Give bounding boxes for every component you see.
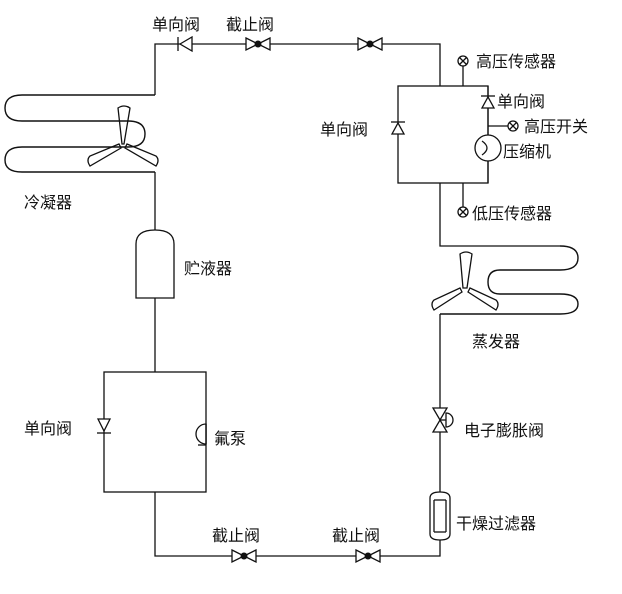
pipe-compressor-evaporator	[439, 183, 560, 247]
stop-valve-top-label: 截止阀	[226, 15, 274, 34]
pipe-top	[154, 43, 441, 95]
condenser-coil	[4, 94, 155, 173]
low-pressure-sensor-icon	[457, 183, 469, 218]
check-valve-pump-label: 单向阀	[24, 419, 72, 438]
check-valve-compressor-right-icon	[480, 95, 496, 109]
check-valve-top-icon	[177, 35, 193, 53]
evaporator-label: 蒸发器	[472, 332, 520, 351]
high-pressure-switch-icon	[488, 120, 519, 132]
stop-valve-bottom-left-icon	[231, 548, 257, 564]
high-pressure-sensor-icon	[457, 55, 469, 86]
high-pressure-sensor-label: 高压传感器	[476, 52, 556, 71]
condenser-label: 冷凝器	[24, 193, 72, 212]
low-pressure-sensor-label: 低压传感器	[472, 204, 552, 223]
filter-drier-icon	[429, 491, 451, 541]
check-valve-compressor-right-label: 单向阀	[497, 92, 545, 111]
check-valve-pump-icon	[96, 418, 112, 434]
evaporator-coil	[440, 245, 579, 315]
high-pressure-switch-label: 高压开关	[524, 117, 588, 136]
pump-bypass-box	[103, 371, 207, 493]
stop-valve-top-2-icon	[357, 36, 383, 52]
receiver-tank	[135, 229, 175, 299]
compressor-box	[397, 85, 489, 184]
stop-valve-top-1-icon	[245, 36, 271, 52]
filter-drier-label: 干燥过滤器	[456, 514, 536, 533]
electronic-expansion-valve-icon	[431, 407, 454, 433]
stop-valve-bottom-left-label: 截止阀	[212, 526, 260, 545]
fluorine-pump-icon	[195, 423, 207, 446]
stop-valve-bottom-right-icon	[355, 548, 381, 564]
compressor-label: 压缩机	[503, 142, 551, 161]
pipe-bottom	[154, 492, 441, 557]
check-valve-compressor-left-label: 单向阀	[320, 120, 368, 139]
evaporator-fan-icon	[431, 251, 499, 311]
stop-valve-bottom-right-label: 截止阀	[332, 526, 380, 545]
receiver-label: 贮液器	[184, 259, 232, 278]
check-valve-compressor-left-icon	[390, 121, 406, 135]
check-valve-top-label: 单向阀	[152, 15, 200, 34]
condenser-fan-icon	[87, 105, 159, 167]
fluorine-pump-label: 氟泵	[214, 429, 246, 448]
pipe-lines	[154, 43, 560, 557]
electronic-expansion-valve-label: 电子膨胀阀	[464, 421, 544, 440]
compressor-icon	[474, 134, 502, 162]
